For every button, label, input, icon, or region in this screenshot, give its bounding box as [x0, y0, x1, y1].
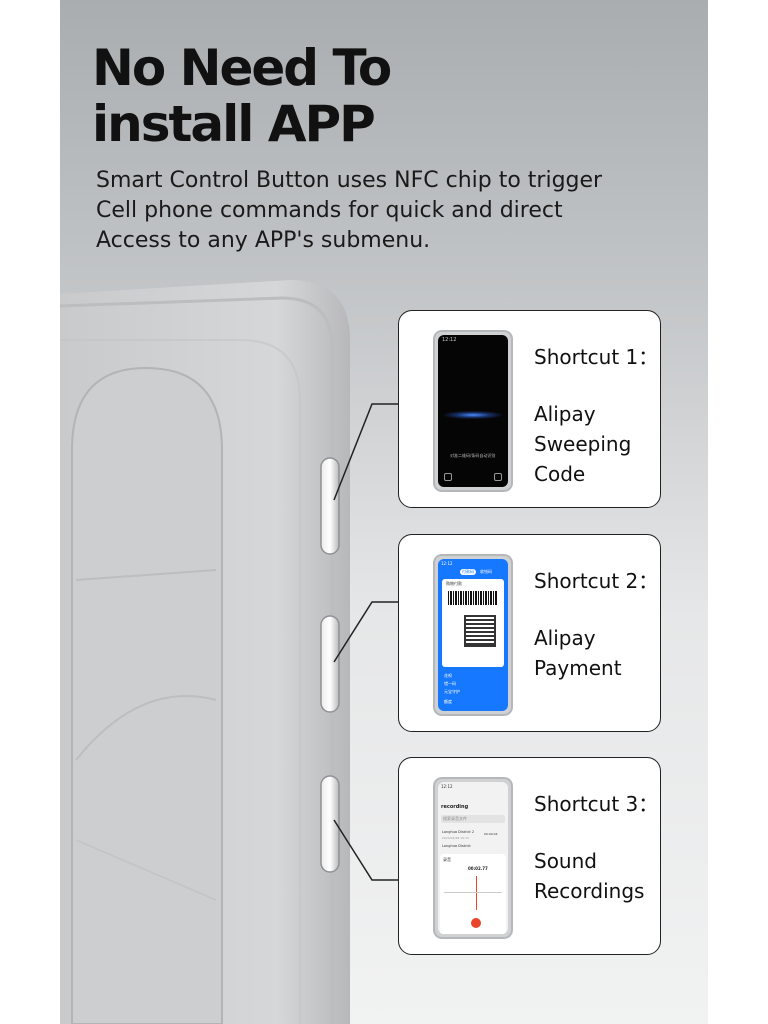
tab-receive-code[interactable]: 收钱码 [480, 569, 492, 574]
shortcut-card-3: 12:12 recording 搜索录音文件 Longhua District … [398, 757, 661, 955]
shortcut-3-description: Sound Recordings [534, 846, 644, 906]
headline: No Need To install APP [92, 39, 392, 153]
desc-line: Alipay [534, 626, 596, 650]
payment-code-screen: 12:12 付款码 收钱码 购物付款 花呗 错一码 元宝守护 额度 [438, 559, 508, 711]
headline-line-1: No Need To [92, 39, 392, 97]
shortcut-3-title: Shortcut 3： [534, 792, 659, 816]
recording-item-date: 2023/02/28 10:13 [442, 836, 469, 840]
payment-card: 购物付款 [442, 579, 504, 667]
shortcut-1-description: Alipay Sweeping Code [534, 399, 631, 489]
status-time: 12:12 [441, 784, 453, 789]
phone-recorder-screen: 12:12 recording 搜索录音文件 Longhua District … [433, 777, 513, 939]
smart-button-device [60, 280, 350, 1024]
description-line-1: Smart Control Button uses NFC chip to tr… [96, 168, 603, 193]
waveform-baseline [444, 892, 502, 893]
record-stop-button[interactable] [471, 918, 481, 928]
payment-row: 额度 [444, 699, 452, 704]
recording-item-name[interactable]: Longhua District [442, 844, 471, 848]
album-icon [444, 473, 452, 481]
desc-line: Payment [534, 656, 622, 680]
flashlight-icon [494, 473, 502, 481]
phone-scanner-screen: 12:12 对准二维码/条码自动识别 [433, 330, 513, 492]
recording-item-name[interactable]: Longhua District 2 [442, 830, 475, 834]
scan-hint: 对准二维码/条码自动识别 [450, 453, 496, 458]
status-time: 12:12 [442, 337, 457, 343]
shortcut-card-1: 12:12 对准二维码/条码自动识别 Shortcut 1： Alipay Sw… [398, 310, 661, 508]
recording-timer: 00:02.77 [468, 866, 488, 871]
barcode [448, 591, 498, 605]
shortcut-2-description: Alipay Payment [534, 623, 622, 683]
waveform-cursor [476, 876, 477, 910]
scanner-screen: 12:12 对准二维码/条码自动识别 [438, 335, 508, 487]
qr-code [464, 615, 496, 647]
status-time: 12:12 [441, 561, 453, 566]
description: Smart Control Button uses NFC chip to tr… [96, 166, 656, 256]
search-input[interactable]: 搜索录音文件 [441, 815, 505, 823]
recorder-title: recording [441, 804, 469, 810]
tab-pay-code[interactable]: 付款码 [460, 569, 476, 575]
description-line-3: Access to any APP's submenu. [96, 228, 431, 253]
desc-line: Alipay [534, 402, 596, 426]
desc-line: Sweeping [534, 432, 632, 456]
headline-line-2: install APP [92, 95, 376, 153]
payment-row: 元宝守护 [444, 689, 460, 694]
shortcut-card-2: 12:12 付款码 收钱码 购物付款 花呗 错一码 元宝守护 额度 Shortc… [398, 534, 661, 732]
desc-line: Code [534, 462, 586, 486]
payment-row: 错一码 [444, 681, 456, 686]
recording-panel: 录音 00:02.77 [440, 854, 506, 934]
payment-header: 购物付款 [446, 581, 462, 586]
recorder-screen: 12:12 recording 搜索录音文件 Longhua District … [438, 782, 508, 934]
description-line-2: Cell phone commands for quick and direct [96, 198, 563, 223]
shortcut-1-title: Shortcut 1： [534, 345, 659, 369]
recording-item-duration: 00:00:04 [484, 832, 498, 836]
desc-line: Recordings [534, 879, 645, 903]
phone-payment-screen: 12:12 付款码 收钱码 购物付款 花呗 错一码 元宝守护 额度 [433, 554, 513, 716]
payment-row: 花呗 [444, 673, 452, 678]
shortcut-2-title: Shortcut 2： [534, 569, 659, 593]
desc-line: Sound [534, 849, 597, 873]
recording-panel-label: 录音 [443, 857, 451, 862]
scan-line [444, 411, 502, 419]
